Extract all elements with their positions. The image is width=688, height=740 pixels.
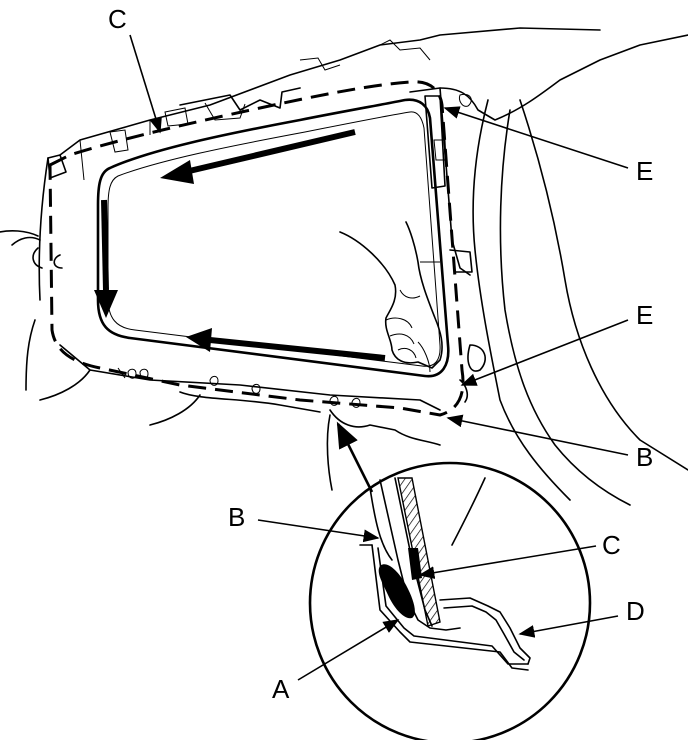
- leader-E-mid: [460, 319, 629, 386]
- label-B-right: B: [636, 442, 653, 472]
- leader-B-detail: [257, 519, 380, 543]
- arrow-left: [94, 199, 118, 318]
- label-A: A: [272, 674, 290, 704]
- detail-circle: [308, 461, 592, 740]
- leader-B-right: [446, 414, 629, 456]
- leader-E-top: [443, 106, 629, 169]
- leader-A: [297, 619, 400, 681]
- leaders: [129, 34, 629, 681]
- arrow-bottom: [186, 328, 386, 361]
- direction-arrows: [94, 129, 386, 361]
- arrow-top: [160, 129, 356, 184]
- label-E-top: E: [636, 156, 653, 186]
- detail-view: [308, 421, 592, 740]
- leader-D: [518, 615, 619, 638]
- leader-C-detail: [418, 545, 597, 579]
- seal-path-dashed: [48, 80, 465, 417]
- hand-illustration: [339, 221, 443, 373]
- weatherstrip-A: [378, 564, 415, 619]
- label-C-top: C: [108, 4, 127, 34]
- roof-body: [0, 27, 688, 506]
- label-B-detail: B: [228, 502, 245, 532]
- detail-leader-arrow: [336, 421, 374, 493]
- label-C-detail: C: [602, 530, 621, 560]
- label-D: D: [626, 596, 645, 626]
- leader-C-top: [129, 34, 162, 134]
- label-E-mid: E: [636, 300, 653, 330]
